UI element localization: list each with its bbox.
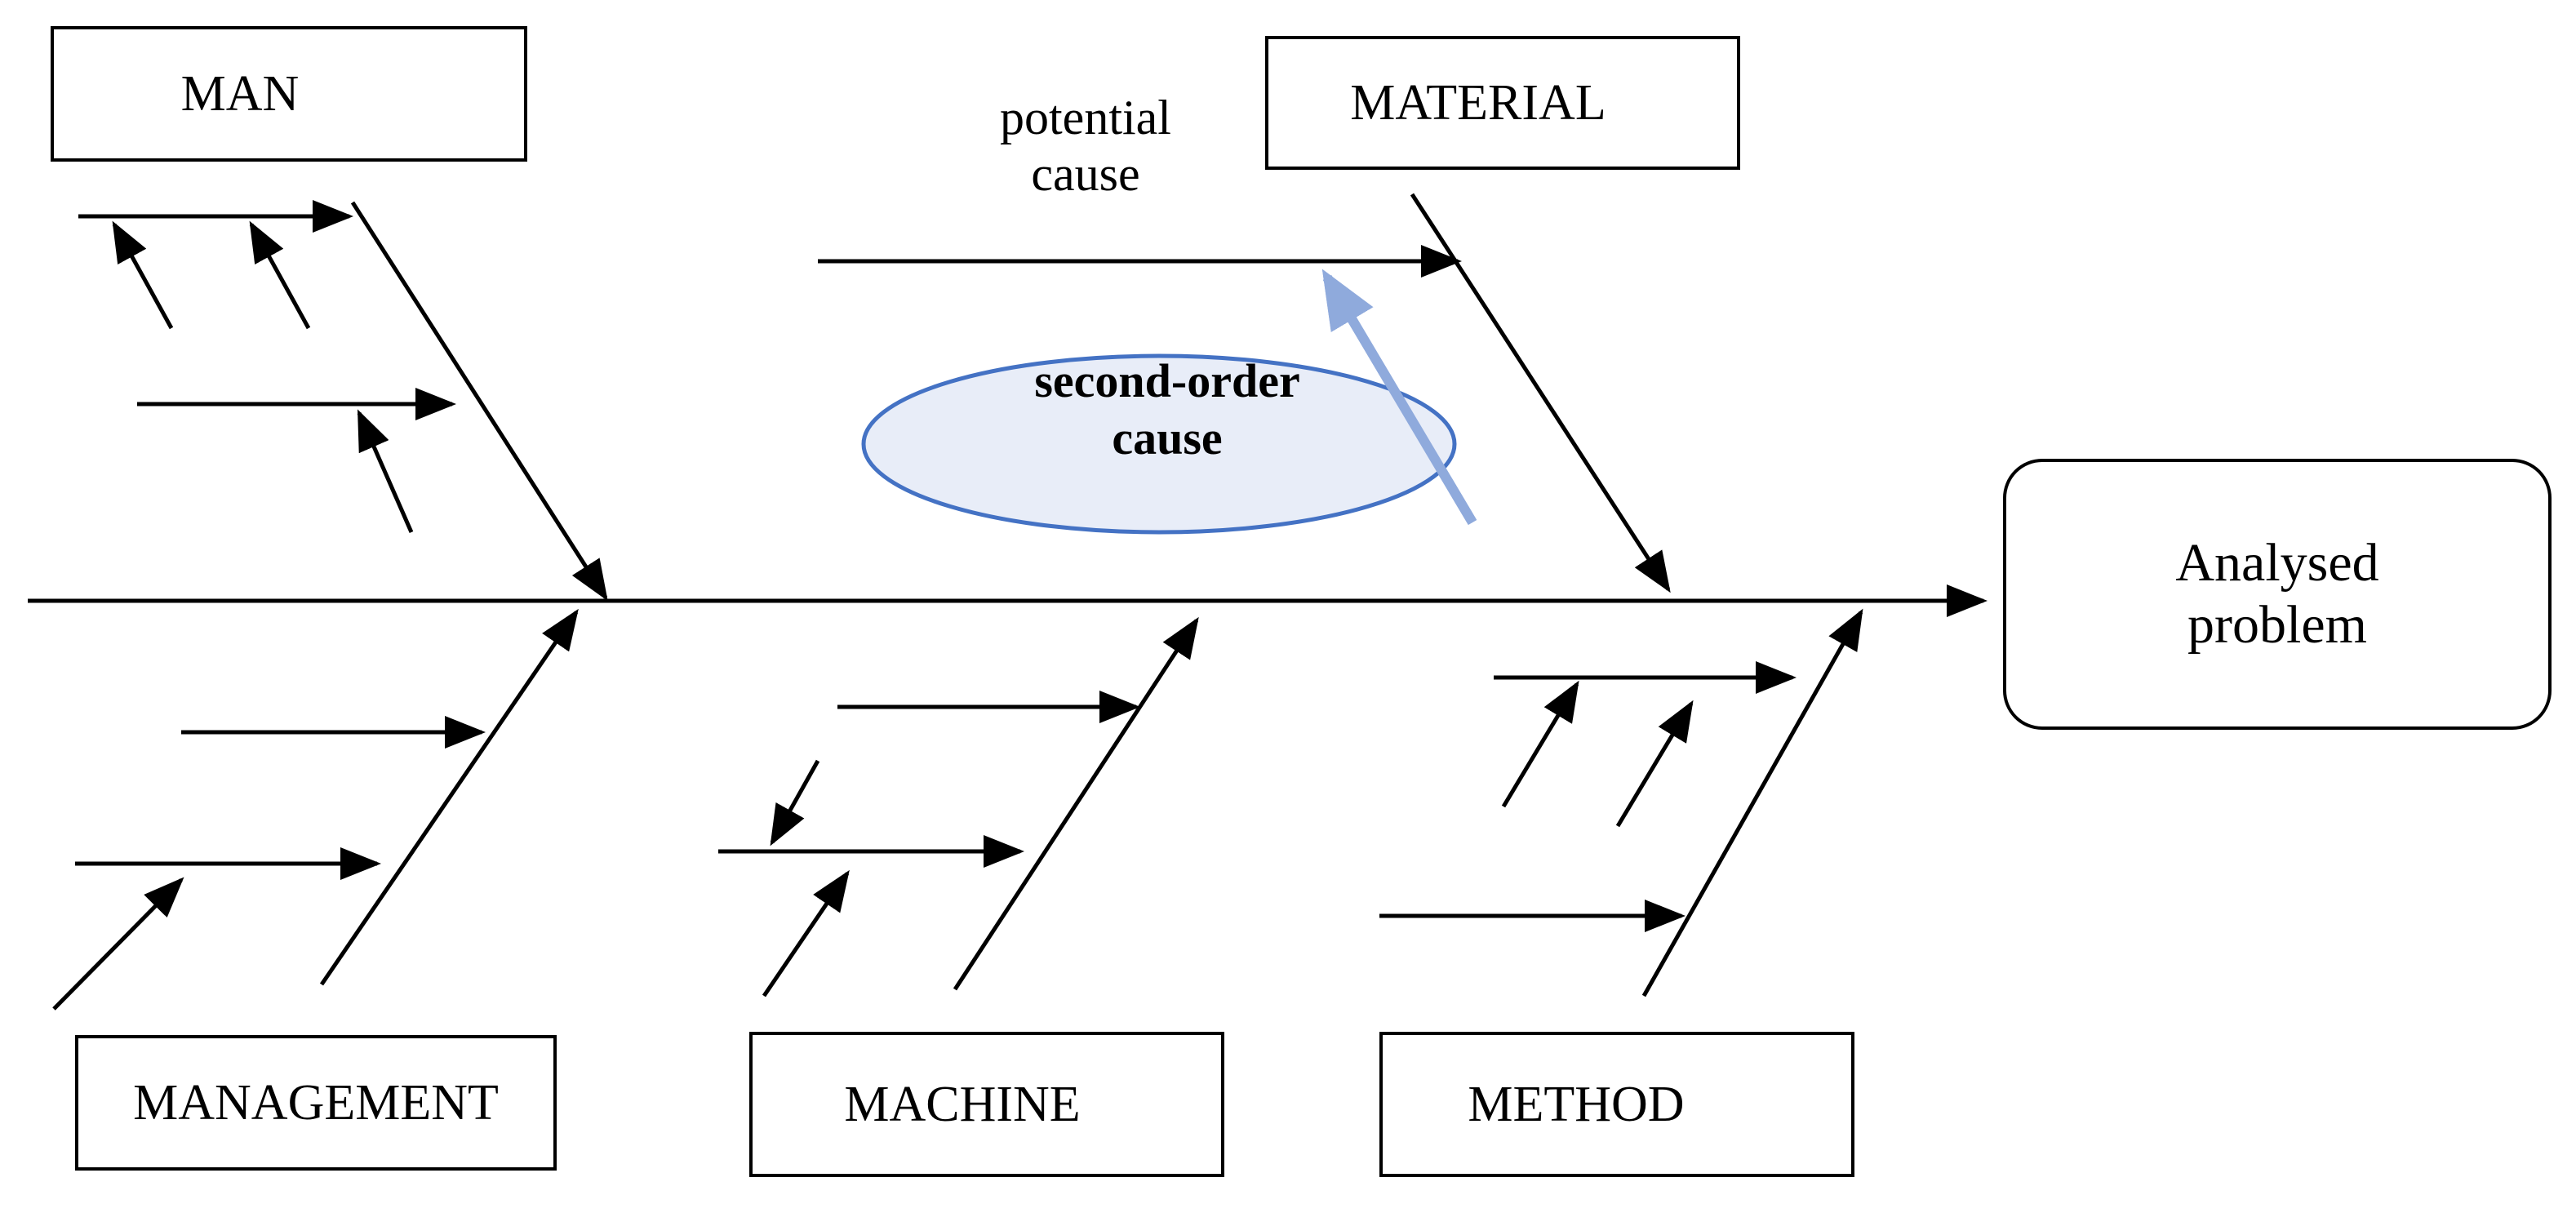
category-label-method: METHOD <box>1468 1076 1685 1132</box>
material-bone <box>1410 193 1671 593</box>
method-subcause-2 <box>1615 700 1694 828</box>
second-order-cause-label: second-order cause <box>947 353 1388 466</box>
analysed-problem-box: Analysed problem <box>2003 459 2552 730</box>
category-box-machine: MACHINE <box>749 1032 1224 1177</box>
category-box-material: MATERIAL <box>1265 36 1740 170</box>
second-order-line-2: cause <box>1112 411 1223 464</box>
category-box-method: METHOD <box>1379 1032 1854 1177</box>
problem-line-1: Analysed <box>2175 533 2379 593</box>
machine-subcause-1 <box>770 759 820 846</box>
potential-cause-label: potential cause <box>922 90 1249 202</box>
man-subcause-2 <box>249 220 311 330</box>
machine-subcause-2 <box>762 869 850 998</box>
management-subcause-1 <box>52 877 184 1011</box>
potential-cause-line-1: potential <box>1000 91 1171 144</box>
category-box-man: MAN <box>51 26 527 162</box>
category-box-management: MANAGEMENT <box>75 1035 557 1171</box>
second-order-line-1: second-order <box>1034 354 1300 407</box>
man-subcause-3 <box>357 409 414 534</box>
category-label-machine: MACHINE <box>844 1076 1081 1132</box>
category-label-man: MAN <box>180 65 300 122</box>
man-subcause-1 <box>112 220 174 330</box>
man-bone <box>350 201 608 602</box>
method-subcause-1 <box>1501 680 1579 808</box>
machine-bone <box>953 616 1199 991</box>
category-label-management: MANAGEMENT <box>133 1074 499 1131</box>
potential-cause-line-2: cause <box>1031 147 1140 201</box>
problem-line-2: problem <box>2187 595 2367 655</box>
category-label-material: MATERIAL <box>1350 74 1606 131</box>
management-bone <box>319 608 579 986</box>
method-bone <box>1641 608 1863 998</box>
